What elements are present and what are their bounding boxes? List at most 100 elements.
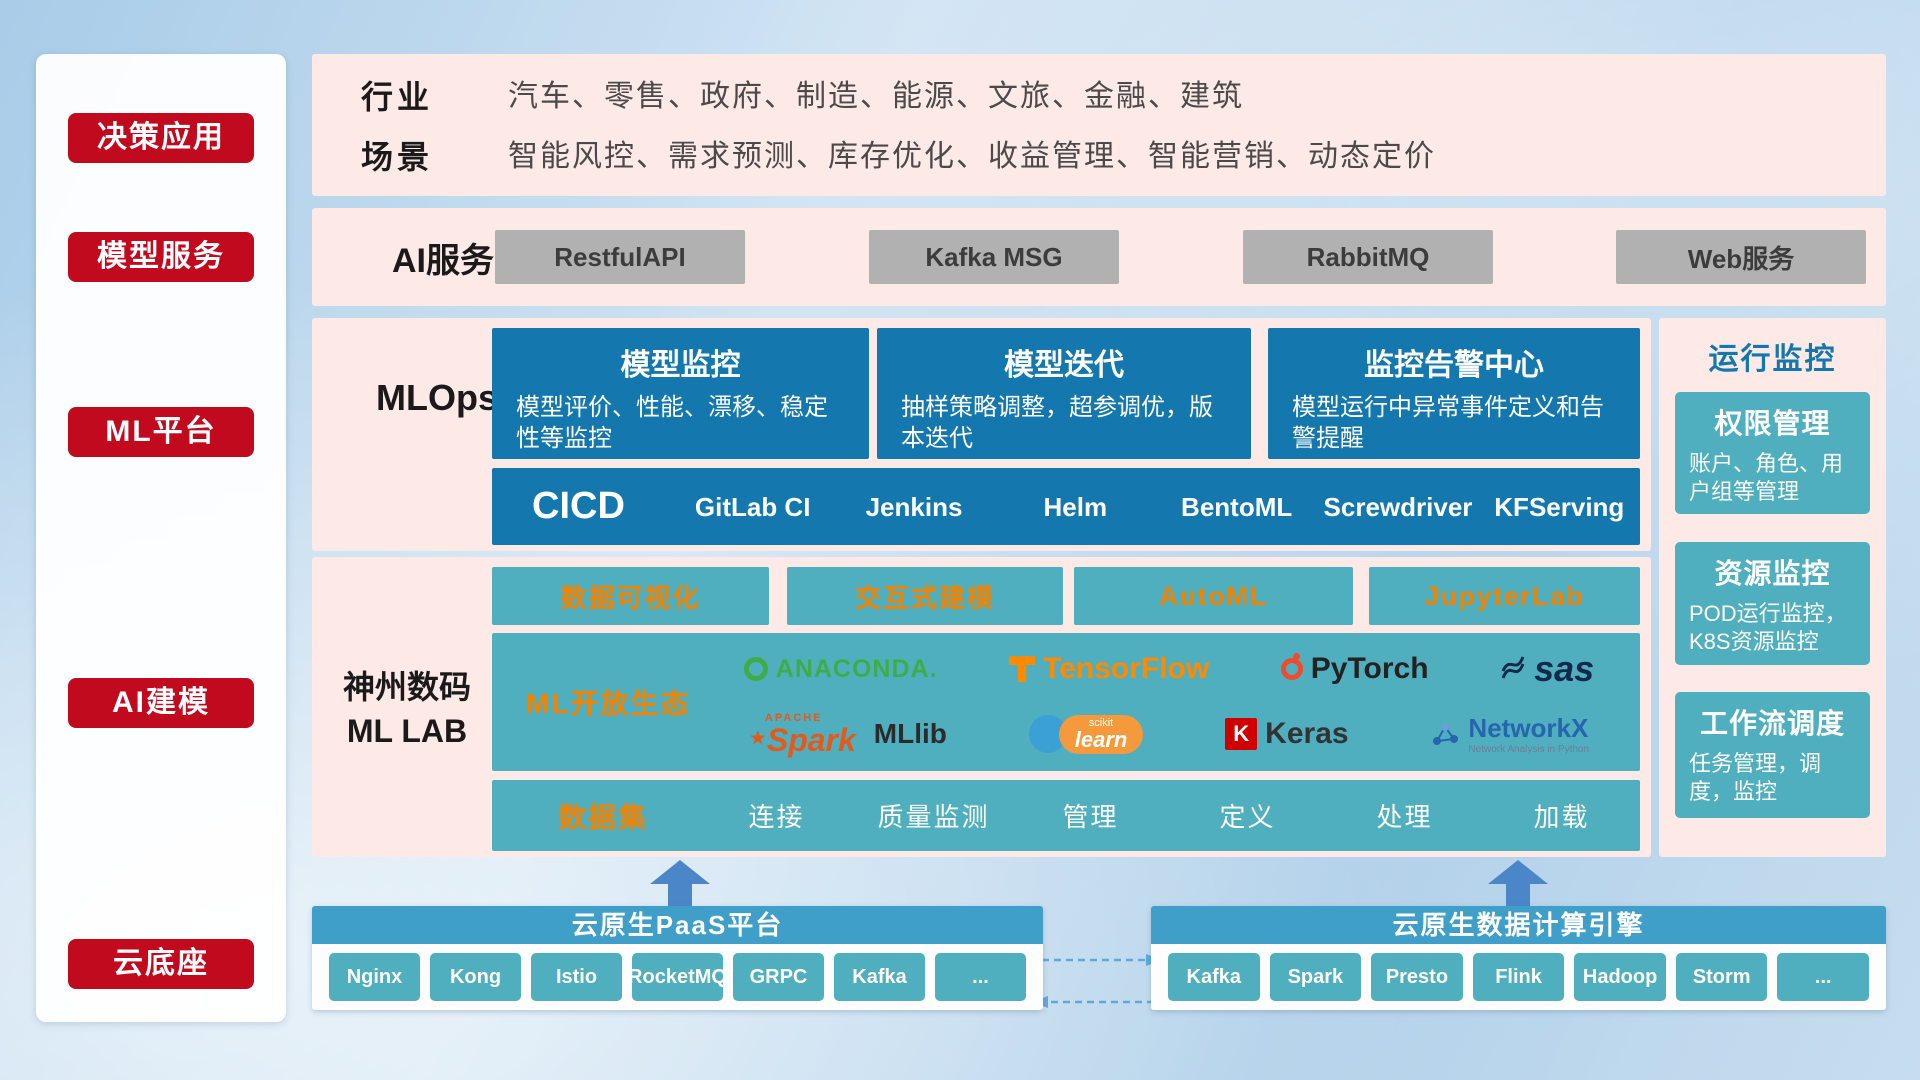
tool-automl: AutoML [1074,567,1353,625]
card-desc: 模型评价、性能、漂移、稳定性等监控 [516,394,828,452]
dataset-connect: 连接 [748,802,805,832]
paas-nginx: Nginx [329,953,420,1001]
card-desc: 账户、角色、用户组等管理 [1689,451,1844,504]
paas-rocketmq: RocketMQ [632,953,723,1001]
card-title: 工作流调度 [1699,708,1845,739]
ml-lab-label: 神州数码 ML LAB [322,665,492,753]
keras-icon: K [1225,718,1258,751]
card-title: 模型迭代 [1004,349,1124,382]
networkx-subtitle: Network Analysis in Python [1468,743,1590,755]
service-rabbitmq: RabbitMQ [1243,230,1493,284]
ai-service-label: AI服务 [392,241,494,280]
tool-jupyterlab: JupyterLab [1369,567,1640,625]
cicd-label: CICD [532,485,625,527]
cicd-jenkins: Jenkins [865,491,963,522]
exchange-arrows [1030,954,1166,1008]
card-model-monitoring: 模型监控 模型评价、性能、漂移、稳定性等监控 [492,328,869,459]
networkx-text-wrap: NetworkX Network Analysis in Python [1468,713,1589,756]
engine-presto: Presto [1371,953,1463,1001]
logos-row-2: APACHE ★Spark MLlib scikit learn K Keras [708,712,1630,758]
card-title: 监控告警中心 [1364,349,1544,382]
paas-kong: Kong [430,953,521,1001]
paas-items: Nginx Kong Istio RocketMQ GRPC Kafka ... [312,944,1043,1010]
left-rail: 决策应用 模型服务 ML平台 AI建模 云底座 [36,54,286,1022]
up-arrow-paas [650,860,710,906]
spark-text: Spark [766,721,856,758]
arrow-head [1488,860,1548,884]
pytorch-logo: PyTorch [1280,652,1429,686]
card-desc: 模型运行中异常事件定义和告警提醒 [1292,394,1604,452]
scene-row: 场景 智能风控、需求预测、库存优化、收益管理、智能营销、动态定价 [312,134,1886,180]
engine-storm: Storm [1675,953,1768,1001]
card-desc: 抽样策略调整，超参调优，版本迭代 [901,394,1213,452]
industry-row: 行业 汽车、零售、政府、制造、能源、文旅、金融、建筑 [312,74,1886,120]
industry-label: 行业 [361,79,434,115]
keras-text: Keras [1265,717,1349,751]
paas-kafka: Kafka [834,953,925,1001]
rail-item-cloud-base: 云底座 [68,939,254,989]
card-workflow-scheduling: 工作流调度 任务管理，调度，监控 [1675,692,1870,818]
dataset-manage: 管理 [1062,802,1119,832]
tensorflow-logo: TensorFlow [1009,652,1209,686]
card-title: 权限管理 [1714,408,1831,439]
spark-mllib-logo: APACHE ★Spark MLlib [749,712,947,758]
pytorch-icon [1280,653,1303,681]
tensorflow-icon [1009,656,1036,683]
rail-item-decision-apps: 决策应用 [68,113,254,163]
scene-label: 场景 [361,139,434,175]
industry-list: 汽车、零售、政府、制造、能源、文旅、金融、建筑 [508,80,1244,113]
mlops-panel: MLOps 模型监控 模型评价、性能、漂移、稳定性等监控 模型迭代 抽样策略调整… [312,318,1651,551]
cicd-bar: CICD GitLab CI Jenkins Helm BentoML Scre… [492,468,1640,545]
cicd-kfserving: KFServing [1494,491,1625,522]
dataset-process: 处理 [1376,802,1433,832]
sas-swoosh-icon [1501,656,1525,679]
logos-row-1: ANACONDA. TensorFlow PyTorch sas [708,648,1630,690]
dataset-quality: 质量监测 [877,802,990,832]
card-title: 资源监控 [1714,558,1831,589]
arrow-stem [668,884,692,906]
scene-list: 智能风控、需求预测、库存优化、收益管理、智能营销、动态定价 [508,140,1436,173]
service-restfulapi: RestfulAPI [495,230,745,284]
paas-istio: Istio [531,953,622,1001]
service-kafka-msg: Kafka MSG [869,230,1119,284]
monitoring-title: 运行监控 [1708,343,1837,376]
ml-lab-label-line2: ML LAB [346,713,468,749]
dataset-bar: 数据集 连接 质量监测 管理 定义 处理 加载 [492,780,1640,851]
ai-service-panel: AI服务 RestfulAPI Kafka MSG RabbitMQ Web服务 [312,208,1886,306]
rail-item-ai-modeling: AI建模 [68,678,254,728]
data-engine-block: 云原生数据计算引擎 Kafka Spark Presto Flink Hadoo… [1151,906,1886,1010]
scikit-learn-logo: scikit learn [1028,714,1144,754]
card-resource-monitoring: 资源监控 POD运行监控，K8S资源监控 [1675,542,1870,665]
ml-lab-panel: 神州数码 ML LAB 数据可视化 交互式建模 AutoML JupyterLa… [312,557,1651,857]
sas-logo: sas [1500,648,1594,690]
rail-item-model-service: 模型服务 [68,232,254,282]
anaconda-text: ANACONDA. [775,654,938,683]
cicd-helm: Helm [1043,491,1108,522]
ecosystem-logos: ANACONDA. TensorFlow PyTorch sas [708,637,1630,767]
paas-platform-block: 云原生PaaS平台 Nginx Kong Istio RocketMQ GRPC… [312,906,1043,1010]
up-arrow-engine [1488,860,1548,906]
mllib-text: MLlib [873,718,947,750]
paas-title: 云原生PaaS平台 [312,906,1043,944]
engine-spark: Spark [1269,953,1362,1001]
learn-text: learn [1074,726,1128,752]
engine-flink: Flink [1472,953,1565,1001]
cicd-items: GitLab CI Jenkins Helm BentoML Screwdriv… [672,493,1640,521]
tensorflow-text: TensorFlow [1043,652,1210,686]
service-web: Web服务 [1616,230,1866,284]
tool-interactive-modeling: 交互式建模 [787,567,1063,625]
card-title: 模型监控 [620,349,741,382]
cicd-gitlab: GitLab CI [694,491,811,522]
networkx-logo: NetworkX Network Analysis in Python [1430,713,1589,756]
ecosystem-label: ML开放生态 [526,688,691,719]
dataset-label: 数据集 [558,801,649,833]
arrow-head [650,860,710,884]
engine-kafka: Kafka [1168,953,1260,1001]
runtime-monitoring-panel: 运行监控 权限管理 账户、角色、用户组等管理 资源监控 POD运行监控，K8S资… [1659,318,1886,857]
ml-lab-label-line1: 神州数码 [342,669,471,705]
ml-open-ecosystem-panel: ML开放生态 ANACONDA. TensorFlow PyTorch [492,633,1640,771]
anaconda-icon [743,657,768,682]
engine-more: ... [1777,953,1870,1001]
cicd-bentoml: BentoML [1181,491,1293,522]
